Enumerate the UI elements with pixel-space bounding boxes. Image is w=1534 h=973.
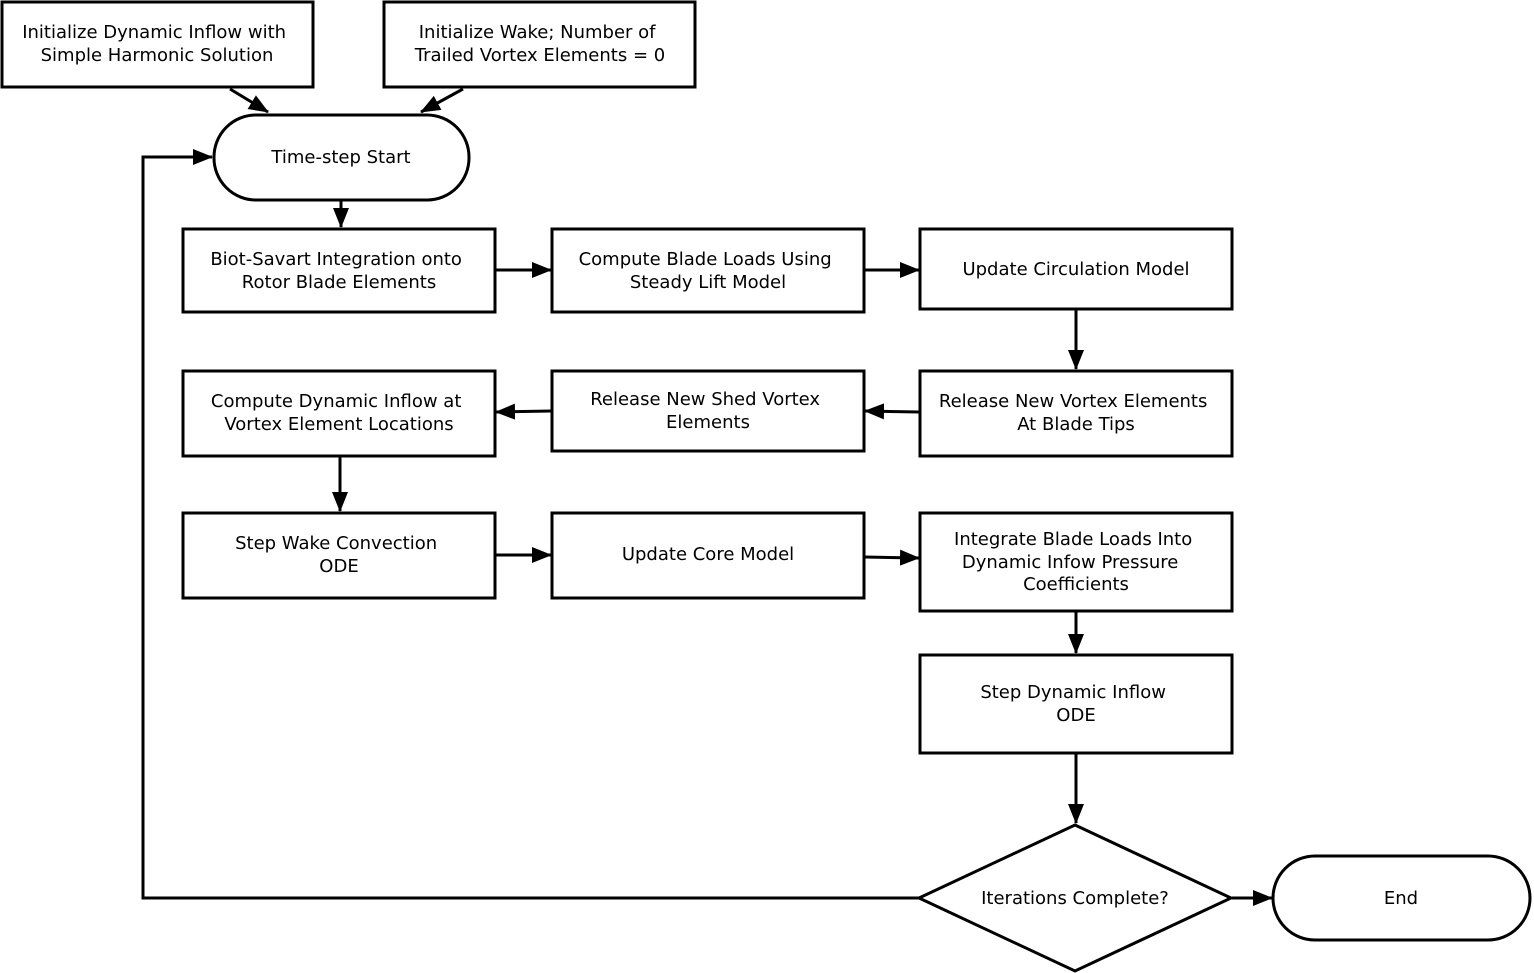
- node-integrate-loads-line-3: Coefficients: [1023, 574, 1129, 595]
- node-blade-loads-line-1: Compute Blade Loads Using: [579, 249, 832, 270]
- node-release-tips-line-1: Release New Vortex Elements: [939, 391, 1207, 412]
- node-integrate-loads: Integrate Blade Loads Into Dynamic Infow…: [918, 511, 1234, 613]
- node-step-inflow-line-1: Step Dynamic Inflow: [980, 682, 1166, 703]
- node-circulation-line-1: Update Circulation Model: [962, 259, 1189, 280]
- node-circulation: Update Circulation Model: [918, 227, 1234, 311]
- node-dyn-inflow-vortex-line-1: Compute Dynamic Inflow at: [211, 391, 462, 412]
- node-integrate-loads-line-2: Dynamic Infow Pressure: [962, 552, 1178, 573]
- node-dyn-inflow-vortex: Compute Dynamic Inflow at Vortex Element…: [181, 369, 497, 458]
- node-init-inflow-line-1: Initialize Dynamic Inflow with: [22, 22, 286, 43]
- node-end-line-1: End: [1384, 888, 1418, 909]
- node-biot-savart-line-2: Rotor Blade Elements: [242, 272, 436, 293]
- node-release-shed: Release New Shed Vortex Elements: [550, 369, 866, 453]
- node-biot-savart-line-1: Biot-Savart Integration onto: [210, 249, 462, 270]
- edge-init-wake-to-timestep: [420, 87, 464, 114]
- node-init-wake: Initialize Wake; Number of Trailed Vorte…: [382, 0, 697, 89]
- svg-text:Initialize Wake; Number of: Initialize Wake; Number of Trailed Vorte…: [414, 22, 665, 66]
- svg-text:Release New Vortex Elements: Release New Vortex Elements At Blade Tip…: [939, 391, 1213, 435]
- svg-text:Update Core Model: Update Core Model: [622, 544, 794, 565]
- node-init-wake-line-2: Trailed Vortex Elements = 0: [414, 45, 665, 66]
- node-wake-convection: Step Wake Convection ODE: [181, 511, 497, 600]
- edge-core-model-to-integrate-loads: [864, 549, 920, 566]
- svg-text:Release New Shed Vortex: Release New Shed Vortex Elements: [590, 389, 826, 433]
- edge-release-tips-to-release-shed: [864, 403, 920, 420]
- node-release-tips-line-2: At Blade Tips: [1017, 414, 1135, 435]
- node-core-model: Update Core Model: [550, 511, 866, 600]
- node-release-tips: Release New Vortex Elements At Blade Tip…: [918, 369, 1234, 458]
- svg-text:Iterations Complete?: Iterations Complete?: [981, 888, 1169, 909]
- svg-text:Time-step Start: Time-step Start: [270, 147, 410, 168]
- svg-text:Step Dynamic Inflow ODE: Step Dynamic Inflow ODE: [980, 682, 1171, 726]
- node-core-model-line-1: Update Core Model: [622, 544, 794, 565]
- node-iterations: Iterations Complete?: [915, 823, 1235, 973]
- node-wake-convection-line-2: ODE: [319, 556, 358, 577]
- node-init-inflow: Initialize Dynamic Inflow with Simple Ha…: [0, 0, 315, 89]
- node-step-inflow-line-2: ODE: [1056, 705, 1095, 726]
- node-timestep-start-line-1: Time-step Start: [270, 147, 410, 168]
- svg-text:End: End: [1384, 888, 1418, 909]
- svg-text:Update Circulation Model: Update Circulation Model: [962, 259, 1189, 280]
- node-blade-loads-line-2: Steady Lift Model: [630, 272, 786, 293]
- node-release-shed-line-1: Release New Shed Vortex: [590, 389, 820, 410]
- node-biot-savart: Biot-Savart Integration onto Rotor Blade…: [181, 227, 497, 314]
- node-dyn-inflow-vortex-line-2: Vortex Element Locations: [224, 414, 453, 435]
- node-iterations-line-1: Iterations Complete?: [981, 888, 1169, 909]
- edges: [141, 87, 1273, 906]
- svg-text:Compute Dynamic Inflow at: Compute Dynamic Inflow at Vortex Element…: [211, 391, 467, 435]
- node-wake-convection-line-1: Step Wake Convection: [235, 533, 437, 554]
- node-release-shed-line-2: Elements: [666, 412, 750, 433]
- svg-text:Compute Blade Loads Using: Compute Blade Loads Using Steady Lift Mo…: [579, 249, 838, 293]
- svg-text:Initialize Dynamic Inflow with: Initialize Dynamic Inflow with Simple Ha…: [22, 22, 292, 66]
- svg-text:Step Wake Convection ODE: Step Wake Convection ODE: [235, 533, 443, 577]
- svg-text:Integrate Blade Loads Into: Integrate Blade Loads Into Dynamic Infow…: [954, 529, 1198, 595]
- node-init-wake-line-1: Initialize Wake; Number of: [419, 22, 656, 43]
- node-integrate-loads-line-1: Integrate Blade Loads Into: [954, 529, 1192, 550]
- node-end: End: [1271, 854, 1532, 942]
- edge-init-inflow-to-timestep: [229, 87, 269, 114]
- node-init-inflow-line-2: Simple Harmonic Solution: [41, 45, 274, 66]
- node-blade-loads: Compute Blade Loads Using Steady Lift Mo…: [550, 227, 866, 314]
- edge-iterations-loop-to-timestep: [141, 149, 919, 900]
- svg-text:Biot-Savart Integration onto: Biot-Savart Integration onto Rotor Blade…: [210, 249, 467, 293]
- node-timestep-start: Time-step Start: [212, 113, 471, 202]
- node-step-inflow: Step Dynamic Inflow ODE: [918, 653, 1234, 755]
- edge-release-shed-to-dyn-inflow: [495, 403, 552, 420]
